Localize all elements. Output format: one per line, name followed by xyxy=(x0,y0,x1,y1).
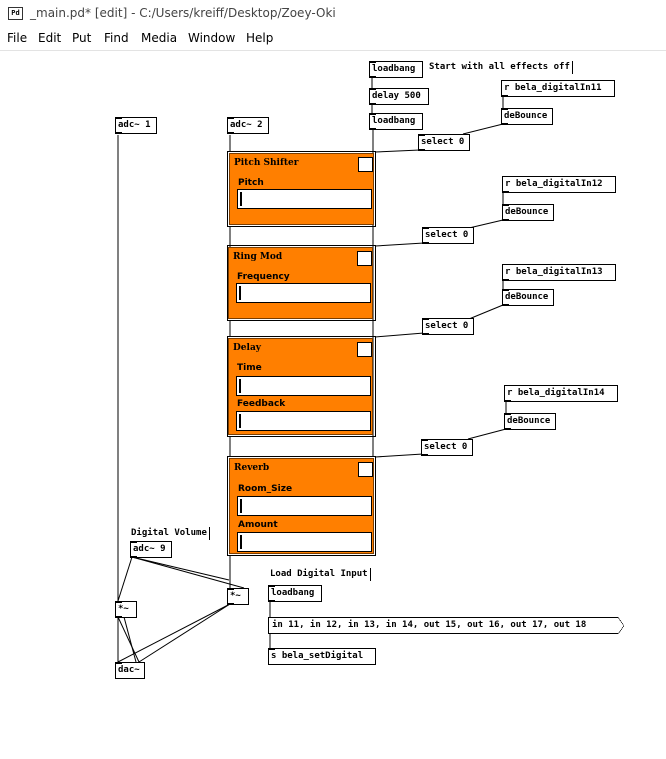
multiply-left-object[interactable]: *~ xyxy=(115,601,137,618)
object-text: select 0 xyxy=(424,442,468,452)
delay-title: Delay xyxy=(233,343,262,353)
menu-edit[interactable]: Edit xyxy=(38,31,62,45)
pitch-shifter-frame xyxy=(227,151,376,227)
select-3-object[interactable]: select 0 xyxy=(422,318,474,335)
object-text: deBounce xyxy=(505,292,549,302)
comment-load-digital-input: Load Digital Input xyxy=(270,568,371,581)
dac-object[interactable]: dac~ xyxy=(115,662,145,679)
object-text: adc~ 1 xyxy=(118,120,151,130)
ring-mod-frame xyxy=(227,245,376,321)
object-text: deBounce xyxy=(504,111,548,121)
feedback-label: Feedback xyxy=(237,399,286,409)
ring-mod-toggle[interactable] xyxy=(357,251,372,266)
window-title: _main.pd* [edit] - C:/Users/kreiff/Deskt… xyxy=(30,6,336,20)
reverb-frame xyxy=(227,456,376,556)
select-4-object[interactable]: select 0 xyxy=(421,439,473,456)
loadbang-top-object[interactable]: loadbang xyxy=(369,61,423,78)
pitch-shifter-title: Pitch Shifter xyxy=(234,158,299,168)
receive-digitalin12-object[interactable]: r bela_digitalIn12 xyxy=(502,176,616,193)
pitch-shifter-panel[interactable]: Pitch Shifter Pitch xyxy=(229,153,374,225)
select-2-object[interactable]: select 0 xyxy=(422,227,474,244)
pitch-label: Pitch xyxy=(238,178,264,188)
object-text: select 0 xyxy=(425,230,469,240)
object-text: s bela_setDigital xyxy=(271,651,364,661)
debounce-4-object[interactable]: deBounce xyxy=(504,413,556,430)
object-text: dac~ xyxy=(118,665,140,675)
receive-digitalin13-object[interactable]: r bela_digitalIn13 xyxy=(502,264,616,281)
room-size-label: Room_Size xyxy=(238,484,293,494)
object-text: *~ xyxy=(118,604,129,614)
object-text: adc~ 9 xyxy=(133,544,166,554)
reverb-toggle[interactable] xyxy=(358,462,373,477)
object-text: select 0 xyxy=(425,321,469,331)
debounce-2-object[interactable]: deBounce xyxy=(502,204,554,221)
reverb-panel[interactable]: Reverb Room_Size Amount xyxy=(229,458,374,554)
ring-mod-panel[interactable]: Ring Mod Frequency xyxy=(228,247,373,319)
comment-digital-volume: Digital Volume xyxy=(131,527,210,540)
object-text: r bela_digitalIn11 xyxy=(504,83,602,93)
pitch-slider[interactable] xyxy=(237,189,372,209)
amount-label: Amount xyxy=(238,520,278,530)
object-text: select 0 xyxy=(421,137,465,147)
time-label: Time xyxy=(237,363,262,373)
time-slider[interactable] xyxy=(236,376,371,396)
digital-config-message[interactable]: in 11, in 12, in 13, in 14, out 15, out … xyxy=(268,617,624,634)
message-text: in 11, in 12, in 13, in 14, out 15, out … xyxy=(272,620,587,630)
reverb-title: Reverb xyxy=(234,463,270,473)
object-text: deBounce xyxy=(507,416,551,426)
delay-frame xyxy=(227,336,376,437)
loadbang-mid-object[interactable]: loadbang xyxy=(369,113,423,130)
object-text: loadbang xyxy=(372,64,416,74)
slider-knob[interactable] xyxy=(239,286,241,300)
slider-knob[interactable] xyxy=(239,414,241,428)
debounce-1-object[interactable]: deBounce xyxy=(501,108,553,125)
object-text: delay 500 xyxy=(372,91,421,101)
multiply-right-object[interactable]: *~ xyxy=(227,588,249,605)
send-setdigital-object[interactable]: s bela_setDigital xyxy=(268,648,376,665)
adc-9-object[interactable]: adc~ 9 xyxy=(130,541,172,558)
delay-toggle[interactable] xyxy=(357,342,372,357)
feedback-slider[interactable] xyxy=(236,411,371,431)
object-text: adc~ 2 xyxy=(230,120,263,130)
ring-mod-title: Ring Mod xyxy=(233,252,283,262)
object-text: r bela_digitalIn12 xyxy=(505,179,603,189)
receive-digitalin11-object[interactable]: r bela_digitalIn11 xyxy=(501,80,615,97)
select-1-object[interactable]: select 0 xyxy=(418,134,470,151)
menu-window[interactable]: Window xyxy=(188,31,236,45)
menu-find[interactable]: Find xyxy=(104,31,129,45)
delay-panel[interactable]: Delay Time Feedback xyxy=(228,338,373,435)
receive-digitalin14-object[interactable]: r bela_digitalIn14 xyxy=(504,385,618,402)
pd-app-icon: Pd xyxy=(8,7,23,20)
menu-media[interactable]: Media xyxy=(141,31,178,45)
amount-slider[interactable] xyxy=(237,532,372,552)
menu-file[interactable]: File xyxy=(7,31,28,45)
object-text: r bela_digitalIn13 xyxy=(505,267,603,277)
slider-knob[interactable] xyxy=(240,535,242,549)
room-size-slider[interactable] xyxy=(237,496,372,516)
object-text: r bela_digitalIn14 xyxy=(507,388,605,398)
frequency-label: Frequency xyxy=(237,272,290,282)
pitch-shifter-toggle[interactable] xyxy=(358,157,373,172)
menu-bar: File Edit Put Find Media Window Help xyxy=(0,28,666,50)
loadbang-bottom-object[interactable]: loadbang xyxy=(268,585,322,602)
object-text: loadbang xyxy=(271,588,315,598)
frequency-slider[interactable] xyxy=(236,283,371,303)
slider-knob[interactable] xyxy=(240,192,242,206)
debounce-3-object[interactable]: deBounce xyxy=(502,289,554,306)
slider-knob[interactable] xyxy=(240,499,242,513)
adc-2-object[interactable]: adc~ 2 xyxy=(227,117,269,134)
delay-500-object[interactable]: delay 500 xyxy=(369,88,429,105)
object-text: deBounce xyxy=(505,207,549,217)
adc-1-object[interactable]: adc~ 1 xyxy=(115,117,157,134)
menu-divider xyxy=(0,50,666,51)
window-titlebar: Pd _main.pd* [edit] - C:/Users/kreiff/De… xyxy=(0,0,666,28)
comment-start-effects: Start with all effects off xyxy=(429,61,573,74)
menu-help[interactable]: Help xyxy=(246,31,274,45)
slider-knob[interactable] xyxy=(239,379,241,393)
object-text: loadbang xyxy=(372,116,416,126)
object-text: *~ xyxy=(230,591,241,601)
menu-put[interactable]: Put xyxy=(72,31,92,45)
